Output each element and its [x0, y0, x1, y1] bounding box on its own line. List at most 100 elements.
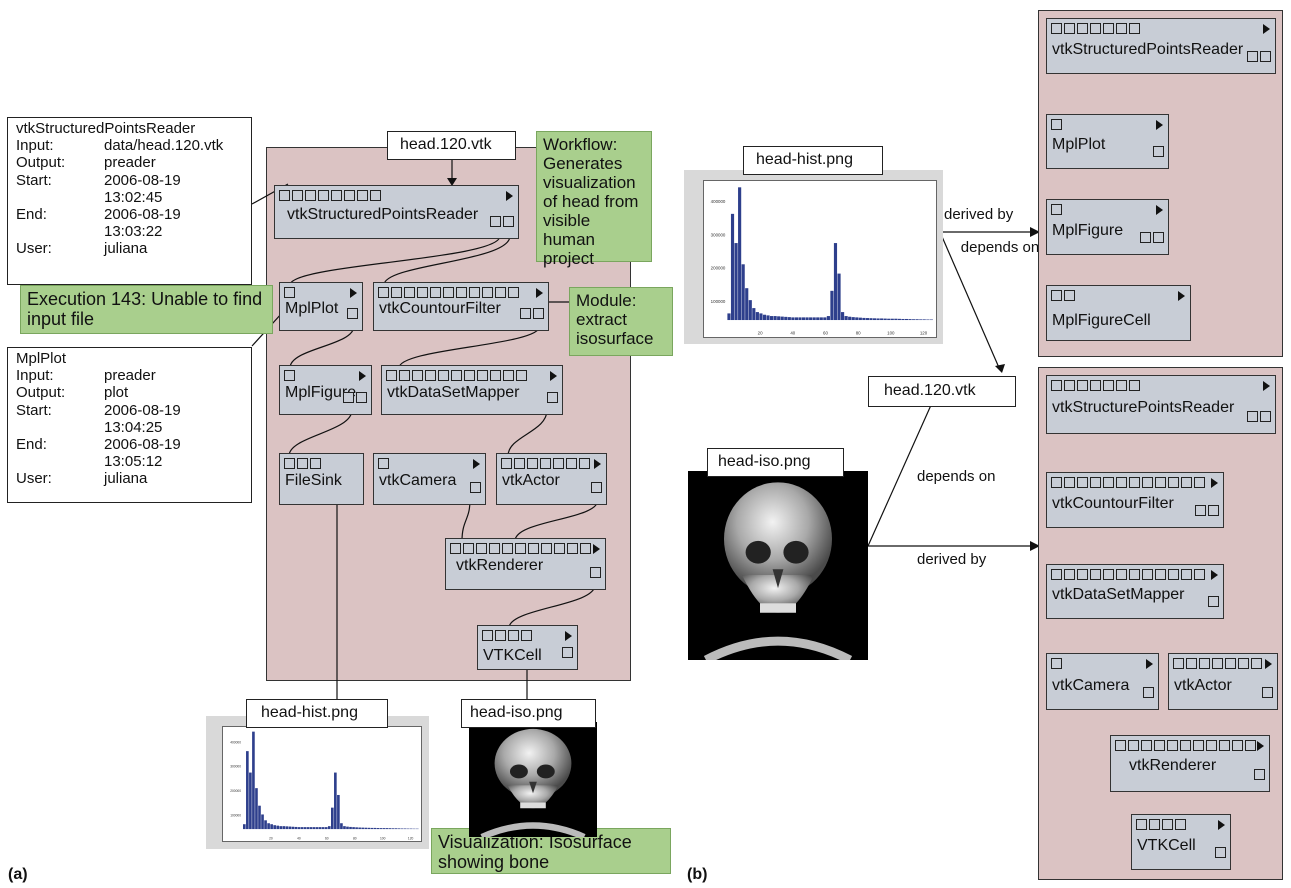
- histogram-bar: [798, 317, 802, 321]
- histogram-x-tick: 40: [297, 837, 301, 841]
- module-rb-vtkcountourfilter[interactable]: vtkCountourFilter: [1046, 472, 1224, 528]
- info-value: 2006-08-19: [104, 171, 181, 189]
- output-ports: [518, 308, 544, 326]
- arrowhead-bottom-panel: [1030, 541, 1040, 551]
- module-r-mplplot[interactable]: MplPlot: [1046, 114, 1169, 169]
- histogram-bar: [759, 313, 763, 321]
- info-title: vtkStructuredPointsReader: [16, 120, 196, 137]
- histogram-bar: [770, 316, 774, 321]
- output-ports: [1193, 505, 1219, 523]
- module-label: vtkCamera: [1052, 677, 1130, 694]
- info-value: preader: [104, 367, 156, 385]
- module-vtkcell[interactable]: VTKCell: [477, 625, 578, 670]
- module-r-mplfigurecell[interactable]: MplFigureCell: [1046, 285, 1191, 341]
- expand-arrow-icon[interactable]: [1218, 820, 1225, 830]
- histogram-bar: [370, 827, 374, 830]
- histogram-bar: [334, 772, 337, 830]
- expand-arrow-icon[interactable]: [506, 191, 513, 201]
- expand-arrow-icon[interactable]: [1263, 24, 1270, 34]
- info-key: Input:: [16, 367, 54, 385]
- wire-mapper-to-actor: [507, 409, 548, 457]
- histogram-bar: [890, 318, 894, 321]
- module-vtkdatasetmapper[interactable]: vtkDataSetMapper: [381, 365, 563, 415]
- expand-arrow-icon[interactable]: [359, 371, 366, 381]
- skull-eye-right: [536, 764, 555, 779]
- expand-arrow-icon[interactable]: [1263, 381, 1270, 391]
- output-ports: [341, 392, 367, 410]
- module-vtkstructuredpointsreader[interactable]: vtkStructuredPointsReader: [274, 185, 519, 239]
- module-rb-vtkstructurepointsreader[interactable]: vtkStructurePointsReader: [1046, 375, 1276, 434]
- expand-arrow-icon[interactable]: [473, 459, 480, 469]
- module-vtkactor[interactable]: vtkActor: [496, 453, 607, 505]
- expand-arrow-icon[interactable]: [594, 459, 601, 469]
- histogram-bar: [306, 827, 310, 830]
- input-ports: [1051, 119, 1064, 130]
- histogram-bar: [855, 317, 859, 321]
- info-title: MplPlot: [16, 350, 67, 367]
- expand-arrow-icon[interactable]: [1211, 478, 1218, 488]
- input-ports: [501, 458, 592, 469]
- module-rb-vtkrenderer[interactable]: vtkRenderer: [1110, 735, 1270, 792]
- edge-label-derived-by-bottom: derived by: [917, 551, 987, 568]
- module-mplplot[interactable]: MplPlot: [279, 282, 363, 331]
- execution-annotation: Execution 143: Unable to find input file: [20, 285, 273, 334]
- histogram-bar: [848, 316, 852, 321]
- expand-arrow-icon[interactable]: [565, 631, 572, 641]
- arrowhead-vtk-from-hist: [995, 364, 1005, 373]
- left-hist-title-label: head-hist.png: [261, 704, 358, 721]
- visualization-annotation-text: Visualization: Isosurface showing bone: [438, 832, 632, 872]
- expand-arrow-icon[interactable]: [1156, 120, 1163, 130]
- module-rb-vtkdatasetmapper[interactable]: vtkDataSetMapper: [1046, 564, 1224, 619]
- histogram-bar: [382, 828, 386, 830]
- histogram-bar: [300, 827, 304, 830]
- expand-arrow-icon[interactable]: [1257, 741, 1264, 751]
- input-ports: [1051, 23, 1142, 34]
- skull-teeth: [760, 603, 796, 613]
- histogram-bar: [787, 317, 791, 321]
- output-ports: [1245, 411, 1271, 429]
- module-label: vtkDataSetMapper: [1052, 586, 1185, 603]
- input-ports: [386, 370, 529, 381]
- module-r-vtkstructuredpointsreader[interactable]: vtkStructuredPointsReader: [1046, 18, 1276, 74]
- histogram-bar: [794, 317, 799, 321]
- output-ports: [488, 216, 514, 234]
- info-row: 13:05:12: [16, 453, 243, 470]
- module-filesink[interactable]: FileSink: [279, 453, 364, 505]
- histogram-bar: [258, 805, 261, 830]
- histogram-y-tick: 400000: [230, 740, 241, 744]
- skull-eye-left: [509, 764, 528, 779]
- module-r-mplfigure[interactable]: MplFigure: [1046, 199, 1169, 255]
- histogram-bar: [346, 826, 349, 830]
- edge-label-depends-on-mid: depends on: [917, 468, 996, 485]
- expand-arrow-icon[interactable]: [550, 371, 557, 381]
- expand-arrow-icon[interactable]: [536, 288, 543, 298]
- arrowhead-top-panel: [1030, 227, 1040, 237]
- module-rb-vtkcamera[interactable]: vtkCamera: [1046, 653, 1159, 710]
- expand-arrow-icon[interactable]: [1178, 291, 1185, 301]
- histogram-bar: [915, 319, 919, 321]
- right-iso-title-label: head-iso.png: [718, 453, 811, 470]
- expand-arrow-icon[interactable]: [1156, 205, 1163, 215]
- module-vtkrenderer[interactable]: vtkRenderer: [445, 538, 606, 590]
- module-label: vtkRenderer: [456, 557, 544, 574]
- output-ports: [1260, 687, 1273, 705]
- module-rb-vtkcell[interactable]: VTKCell: [1131, 814, 1231, 870]
- info-value: 2006-08-19: [104, 436, 181, 454]
- histogram-bar: [367, 827, 371, 830]
- skull-nose: [772, 569, 784, 589]
- expand-arrow-icon[interactable]: [1211, 570, 1218, 580]
- expand-arrow-icon[interactable]: [1146, 659, 1153, 669]
- histogram-x-tick: 120: [408, 837, 414, 841]
- expand-arrow-icon[interactable]: [1265, 659, 1272, 669]
- module-mplfigure[interactable]: MplFigure: [279, 365, 372, 415]
- right-hist-title: head-hist.png: [743, 146, 883, 175]
- expand-arrow-icon[interactable]: [350, 288, 357, 298]
- expand-arrow-icon[interactable]: [593, 544, 600, 554]
- histogram-bar: [762, 314, 767, 321]
- module-rb-vtkactor[interactable]: vtkActor: [1168, 653, 1278, 710]
- histogram-bar: [730, 213, 735, 321]
- histogram-bar: [255, 788, 258, 830]
- edge-label-derived-by-top: derived by: [944, 206, 1014, 223]
- module-vtkcountourfilter[interactable]: vtkCountourFilter: [373, 282, 549, 331]
- module-vtkcamera[interactable]: vtkCamera: [373, 453, 486, 505]
